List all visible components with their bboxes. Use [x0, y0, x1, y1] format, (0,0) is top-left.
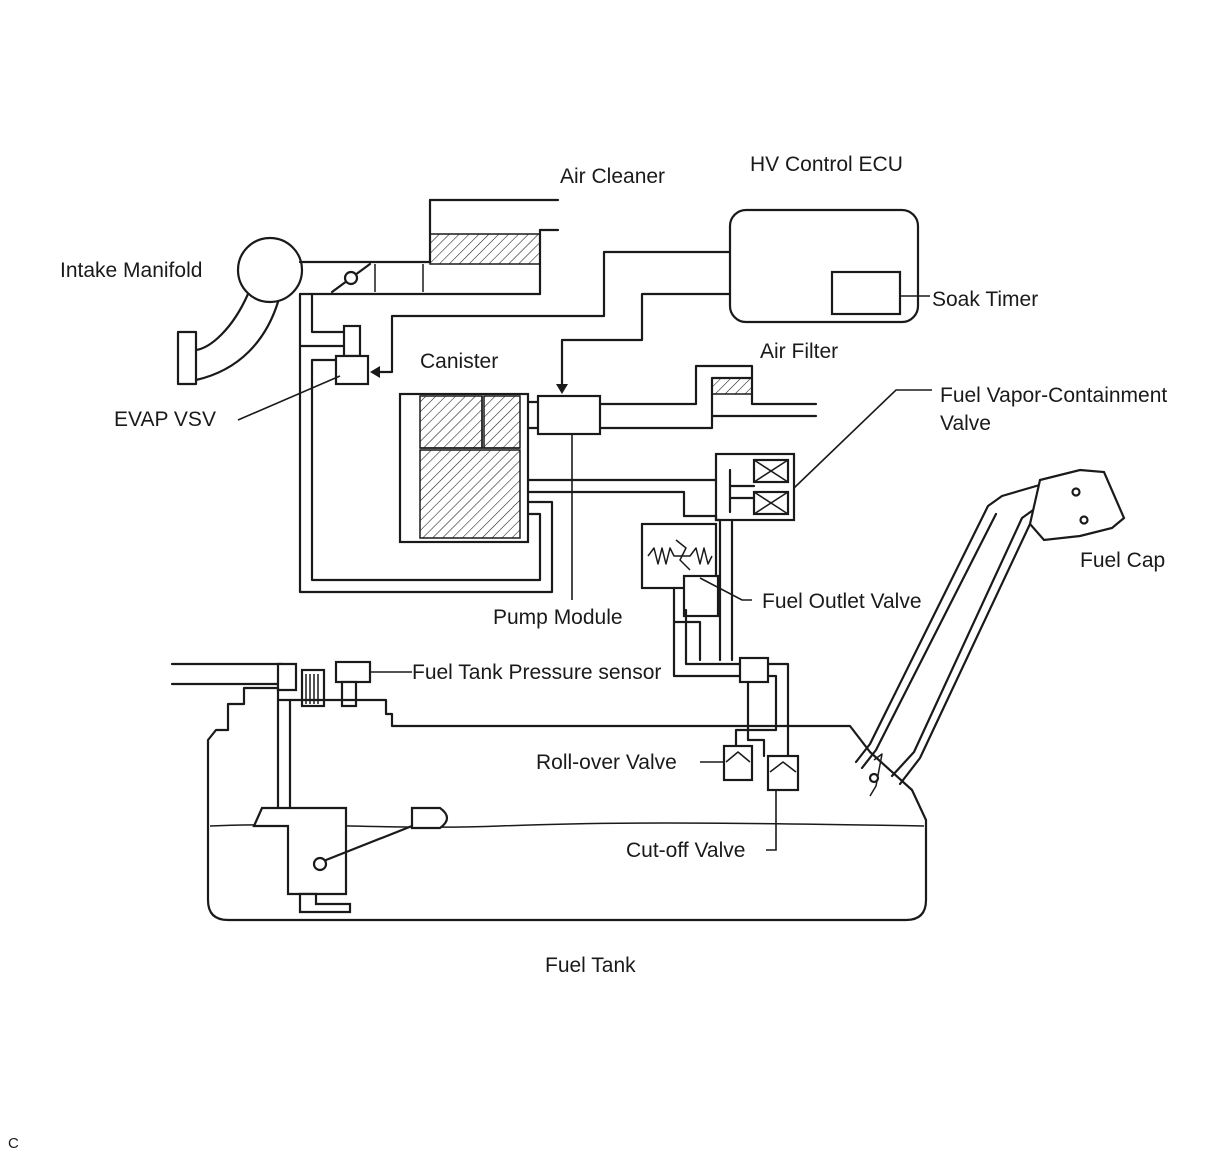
evap-vsv [237, 324, 370, 421]
fuel-tank [206, 686, 928, 922]
label-pump-module: Pump Module [493, 606, 623, 629]
label-fuel-vapor-containment-valve-line2: Valve [940, 412, 991, 435]
ecu-to-vsv-signal-line [374, 250, 732, 374]
label-fuel-cap: Fuel Cap [1080, 549, 1165, 572]
label-evap-vsv: EVAP VSV [114, 408, 216, 431]
label-cut-off-valve: Cut-off Valve [626, 839, 745, 862]
fuel-outlet-valve [640, 514, 752, 662]
pump-signal-arrowhead [556, 384, 568, 394]
label-intake-manifold: Intake Manifold [60, 259, 202, 282]
air-filter [598, 364, 818, 430]
purge-line [310, 292, 346, 334]
canister [398, 392, 530, 544]
filler-pipe [854, 480, 1052, 797]
ecu-to-pump-signal-line [560, 292, 732, 388]
hv-control-ecu [728, 208, 930, 324]
roll-over-valve [700, 744, 754, 782]
pump-module [526, 394, 602, 600]
label-air-cleaner: Air Cleaner [560, 165, 665, 188]
cut-off-valve [766, 754, 800, 851]
soak-timer-box [830, 270, 902, 316]
intake-manifold [176, 236, 304, 386]
label-fuel-outlet-valve: Fuel Outlet Valve [762, 590, 922, 613]
label-fuel-tank: Fuel Tank [545, 954, 636, 977]
air-cleaner [298, 198, 560, 296]
fuel-vapor-containment-valve [714, 389, 932, 522]
throttle-valve [330, 262, 372, 294]
corner-mark: C [8, 1135, 19, 1152]
label-air-filter: Air Filter [760, 340, 838, 363]
canister-purge-loop [310, 358, 542, 582]
label-fuel-vapor-containment-valve: Fuel Vapor-Containment [940, 384, 1167, 407]
label-roll-over-valve: Roll-over Valve [536, 751, 677, 774]
label-hv-control-ecu: HV Control ECU [750, 153, 903, 176]
label-soak-timer: Soak Timer [932, 288, 1038, 311]
label-canister: Canister [420, 350, 498, 373]
vsv-signal-arrowhead [370, 366, 380, 378]
fuel-cap [1028, 468, 1126, 542]
label-fuel-tank-pressure-sensor: Fuel Tank Pressure sensor [412, 661, 661, 684]
